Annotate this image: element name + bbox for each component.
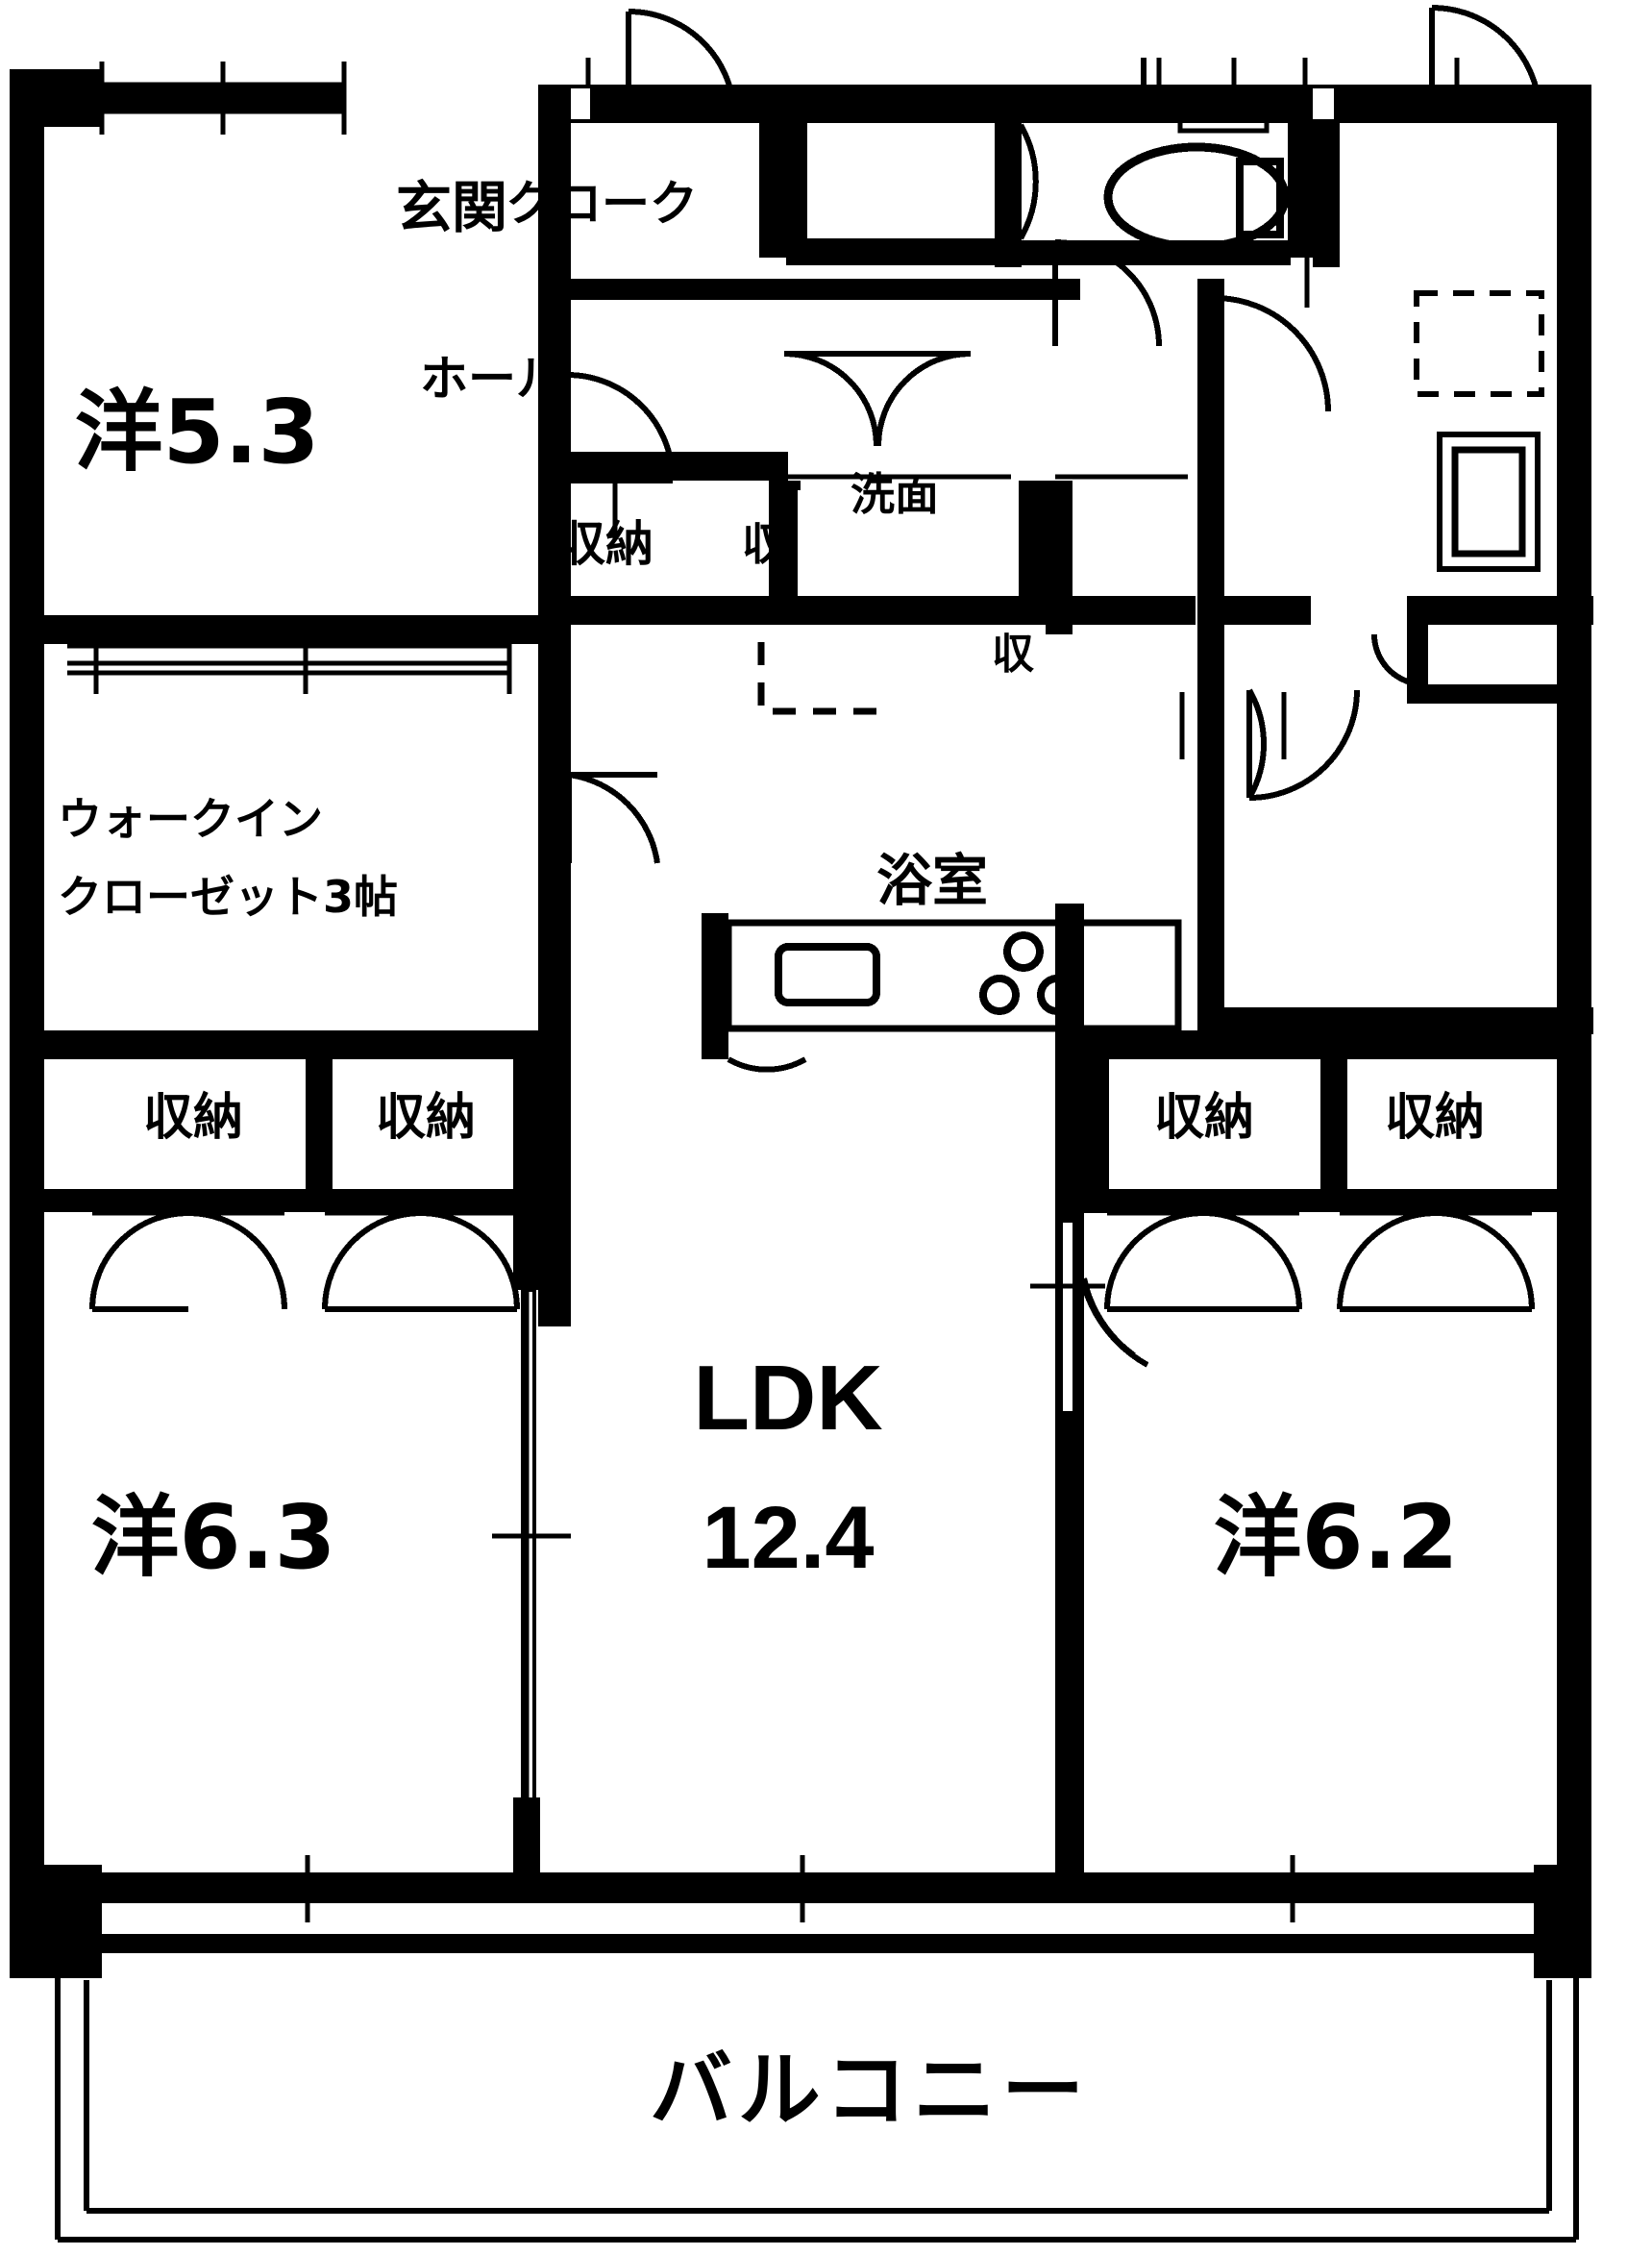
room-label-ldk-size: 12.4 xyxy=(702,1488,875,1587)
storage-label-right-2: 収納 xyxy=(1384,1088,1485,1147)
room-label-walkin-closet-line2: クローゼット3帖 xyxy=(58,870,399,923)
storage-label-left-2: 収納 xyxy=(375,1088,476,1147)
room-label-youshitsu-53: 洋5.3 xyxy=(74,380,320,483)
storage-label-left-1: 収納 xyxy=(142,1088,243,1147)
room-label-cloak: クローク xyxy=(505,175,698,232)
floor-hatch xyxy=(757,642,884,715)
storage-label-small-1: 収 xyxy=(742,517,786,570)
room-label-youshitsu-62: 洋6.2 xyxy=(1213,1485,1459,1589)
room-label-youshitsu-63: 洋6.3 xyxy=(90,1485,336,1589)
storage-label-hall: 収納 xyxy=(557,515,653,572)
toilet-fixture xyxy=(1103,142,1290,252)
storage-label-right-1: 収納 xyxy=(1153,1088,1254,1147)
room-label-senmen: 洗面 xyxy=(851,467,939,520)
bathtub xyxy=(1437,432,1541,572)
room-label-ldk: LDK xyxy=(693,1346,883,1450)
room-label-hall: ホール xyxy=(420,350,564,407)
storage-label-small-2: 収 xyxy=(992,629,1034,679)
washing-machine-pan xyxy=(1414,290,1544,397)
room-label-walkin-closet-line1: ウォークイン xyxy=(58,792,323,845)
kitchen-counter xyxy=(725,919,1182,1032)
room-label-genkan: 玄関 xyxy=(395,174,507,240)
room-label-balcony: バルコニー xyxy=(649,2042,1091,2139)
room-label-yokushitsu: 浴室 xyxy=(875,847,988,913)
